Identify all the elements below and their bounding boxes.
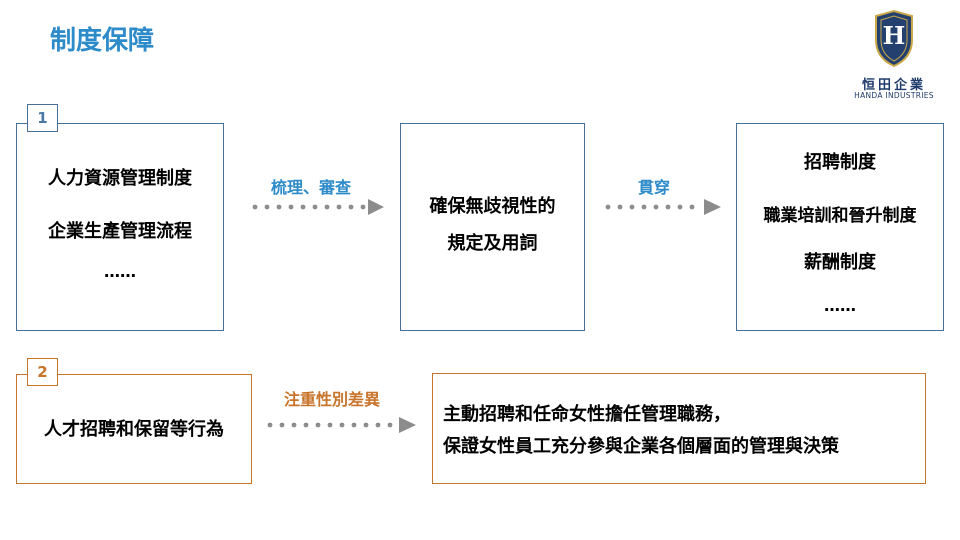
source-line-3: …… <box>104 262 136 281</box>
source-line-1: 人力資源管理制度 <box>48 168 192 189</box>
target-line-1: 招聘制度 <box>804 152 876 173</box>
non-discrimination-box: 確保無歧視性的 規定及用詞 <box>400 123 585 331</box>
logo-company-name: 恒田企業 <box>861 78 926 93</box>
target-line-4: …… <box>824 296 856 315</box>
arrow-label-review: 梳理、審查 <box>270 178 351 197</box>
company-logo: H 恒田企業 HANDA INDUSTRIES <box>852 10 936 102</box>
female-management-box: 主動招聘和任命女性擔任管理職務， 保證女性員工充分參與企業各個層面的管理與決策 <box>432 373 926 484</box>
arrow-label-through: 貫穿 <box>637 178 670 197</box>
section-number-1: 1 <box>27 104 58 132</box>
arrow-right-icon <box>252 199 384 215</box>
shield-icon: H <box>875 10 913 68</box>
section-number-2: 2 <box>27 358 58 386</box>
logo-company-subtitle: HANDA INDUSTRIES <box>854 91 934 100</box>
hr-source-box: 人力資源管理制度 企業生產管理流程 …… <box>16 123 224 331</box>
arrow-right-icon <box>267 417 416 433</box>
arrow-right-icon <box>605 199 721 215</box>
female-line-1: 主動招聘和任命女性擔任管理職務， <box>443 404 731 425</box>
arrow-label-gender: 注重性別差異 <box>283 390 380 409</box>
recruitment-box: 人才招聘和保留等行為 <box>16 374 252 484</box>
policies-box: 招聘制度 職業培訓和晉升制度 薪酬制度 …… <box>736 123 944 331</box>
recruitment-text: 人才招聘和保留等行為 <box>44 419 224 440</box>
target-line-3: 薪酬制度 <box>804 252 876 273</box>
svg-text:H: H <box>883 21 906 50</box>
middle-line-1: 確保無歧視性的 <box>429 196 556 217</box>
target-line-2: 職業培訓和晉升制度 <box>763 206 917 226</box>
female-line-2: 保證女性員工充分參與企業各個層面的管理與決策 <box>443 436 839 457</box>
middle-line-2: 規定及用詞 <box>447 233 538 254</box>
page-title: 制度保障 <box>50 26 155 56</box>
source-line-2: 企業生產管理流程 <box>48 221 192 242</box>
